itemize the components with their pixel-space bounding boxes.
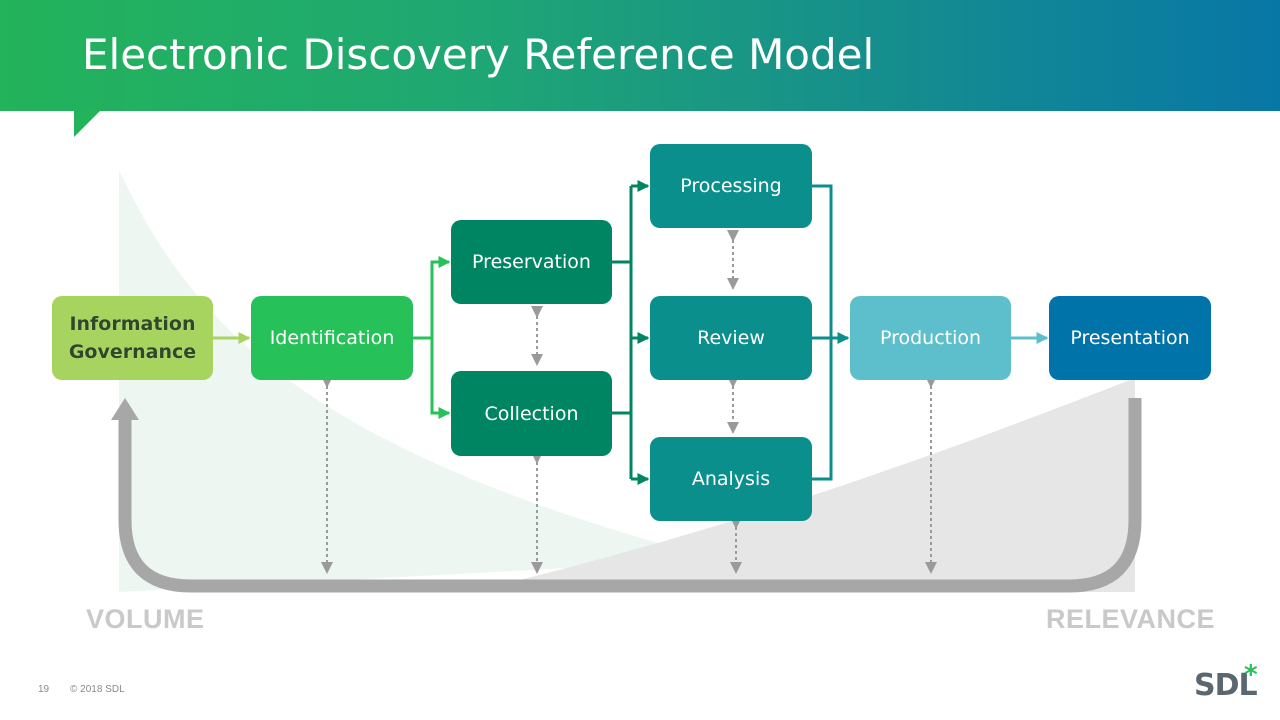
stage-information-governance[interactable]: Information Governance — [52, 296, 213, 380]
stage-label: Identification — [269, 327, 395, 349]
stage-label: Presentation — [1070, 327, 1190, 349]
stage-production[interactable]: Production — [850, 296, 1011, 380]
stage-label: Preservation — [472, 251, 591, 273]
stage-label: Production — [879, 327, 982, 349]
volume-label: VOLUME — [86, 604, 205, 634]
stage-identification[interactable]: Identification — [251, 296, 413, 380]
sdl-logo-star-icon: * — [1244, 660, 1258, 690]
connector-review-group-merge — [812, 184, 833, 481]
sdl-logo: SDL — [1194, 668, 1258, 703]
stage-label: Analysis — [691, 468, 771, 490]
stage-label: Processing — [680, 175, 782, 197]
stage-analysis[interactable]: Analysis — [650, 437, 812, 521]
stage-label-line-2: Governance — [68, 341, 197, 363]
stage-collection[interactable]: Collection — [451, 371, 612, 456]
feedback-loop-arrow — [118, 398, 1142, 593]
stage-review[interactable]: Review — [650, 296, 812, 380]
slide-title: Electronic Discovery Reference Model — [82, 30, 875, 79]
stage-preservation[interactable]: Preservation — [451, 220, 612, 304]
feedback-loop-arrowhead — [111, 398, 139, 420]
title-banner — [0, 0, 1280, 111]
page-number: 19 — [38, 684, 50, 695]
title-banner-pointer — [74, 110, 101, 137]
relevance-area — [512, 378, 1135, 592]
stage-label: Review — [697, 327, 765, 349]
stage-label: Collection — [484, 402, 579, 425]
volume-area — [119, 170, 720, 592]
connector-pres-coll-merge — [612, 186, 633, 479]
stage-presentation[interactable]: Presentation — [1049, 296, 1211, 380]
connector-ident-split — [413, 260, 449, 415]
copyright: © 2018 SDL — [70, 684, 125, 695]
relevance-label: RELEVANCE — [1046, 604, 1216, 634]
stage-processing[interactable]: Processing — [650, 144, 812, 228]
stage-label-line-1: Information — [69, 313, 196, 335]
